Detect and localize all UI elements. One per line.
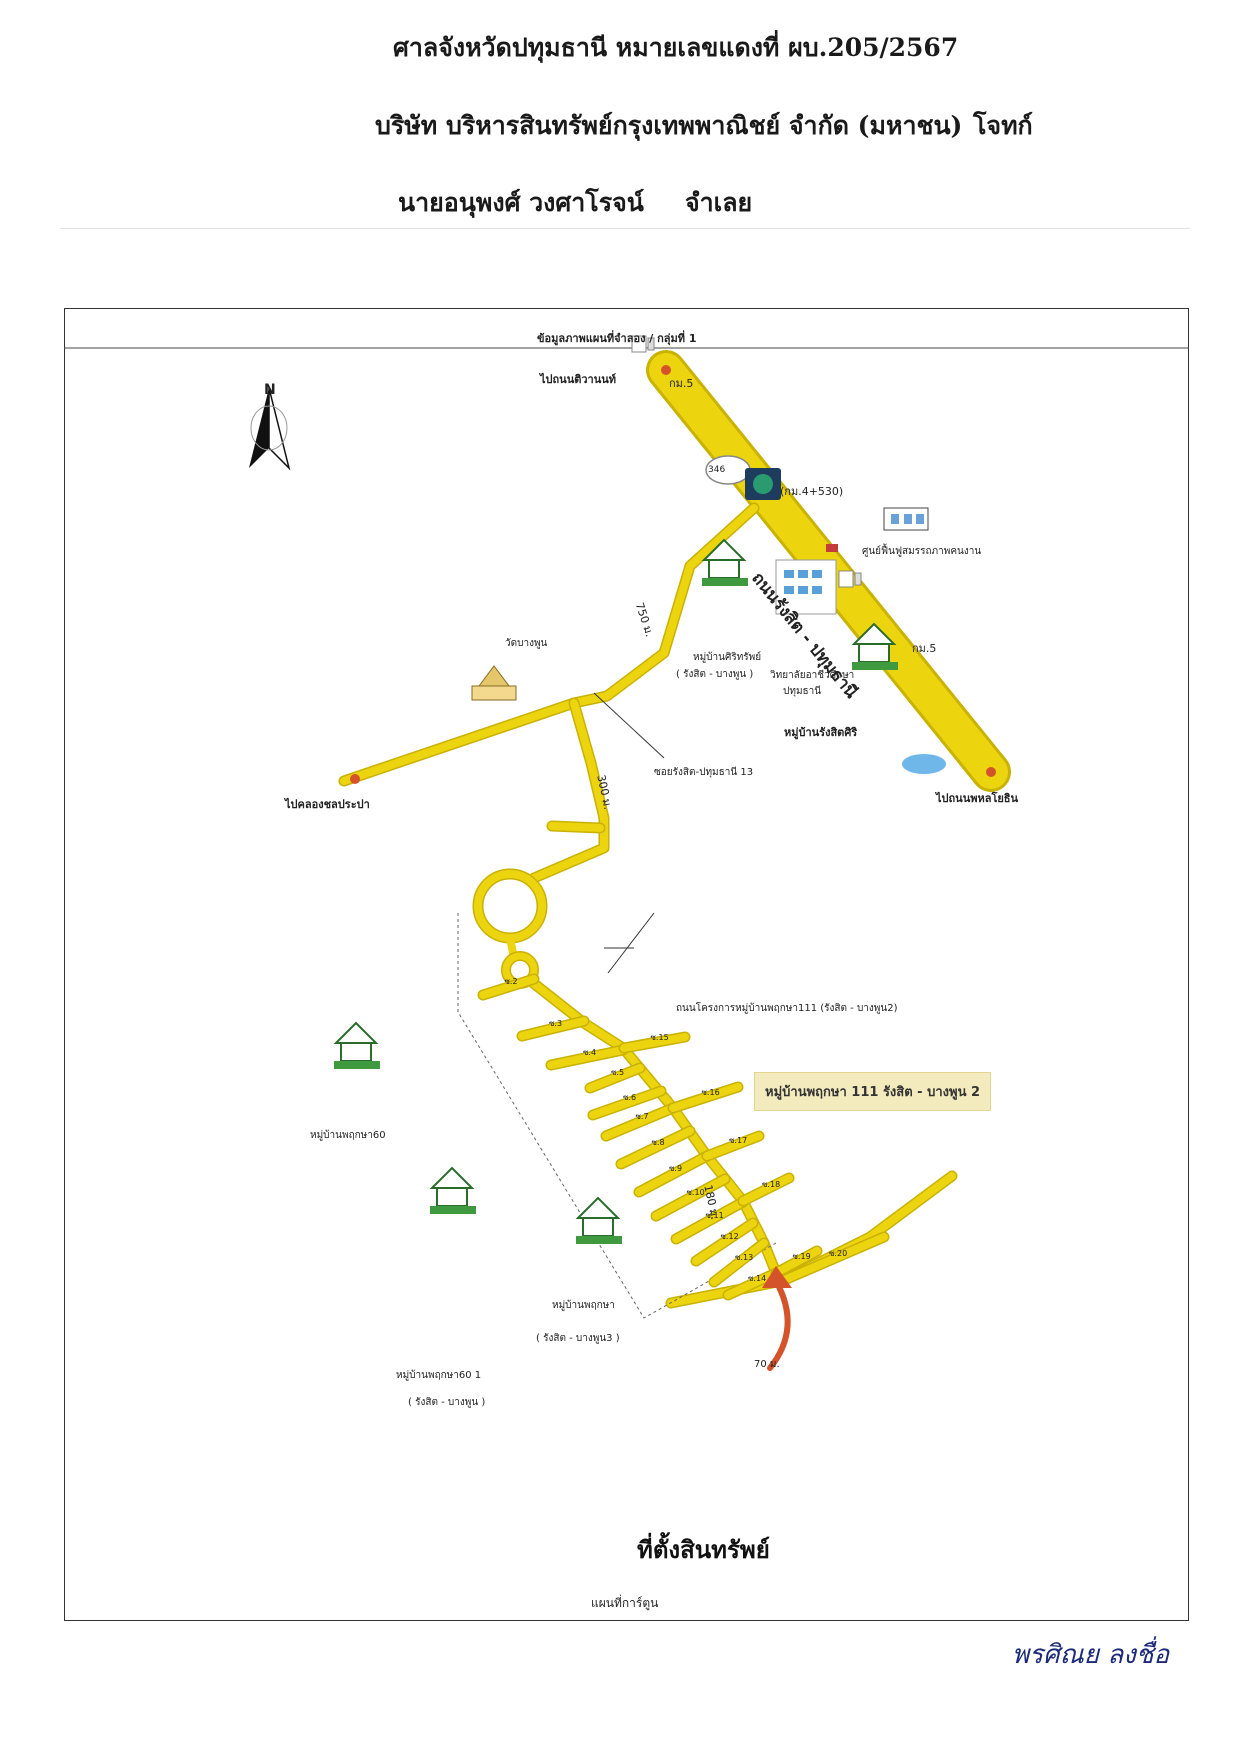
soi-road bbox=[547, 1046, 627, 1069]
label-project-road: ถนนโครงการหมู่บ้านพฤกษา111 (รังสิต - บาง… bbox=[676, 1003, 898, 1014]
soi-number-label: ซ.11 bbox=[705, 1210, 724, 1220]
leader-lines bbox=[593, 692, 665, 974]
soi-number-label: ซ.16 bbox=[701, 1087, 720, 1097]
college-icon bbox=[775, 544, 838, 615]
defendant-role: จำเลย bbox=[685, 188, 753, 217]
label-village-pruksa60: หมู่บ้านพฤกษา60 bbox=[310, 1130, 386, 1141]
map-caption: แผนที่การ์ตูน bbox=[591, 1596, 659, 1610]
label-college: วิทยาลัยอาชีวศึกษา bbox=[770, 670, 855, 681]
court-case-line: ศาลจังหวัดปทุมธานี หมายเลขแดงที่ ผบ.205/… bbox=[393, 33, 959, 62]
village-icon-pruksa3 bbox=[575, 1196, 622, 1244]
soi-number-label: ซ.4 bbox=[583, 1047, 597, 1057]
plaintiff-name: บริษัท บริหารสินทรัพย์กรุงเทพพาณิชย์ จำก… bbox=[375, 111, 963, 140]
soi-road bbox=[724, 1269, 780, 1299]
soi-road bbox=[669, 1083, 742, 1112]
handwritten-signature: พรศิณย ลงชื่อ bbox=[1012, 1640, 1170, 1670]
label-to-klong: ไปคลองชลประปา bbox=[285, 798, 370, 811]
soi-number-label: ซ.2 bbox=[504, 977, 518, 986]
property-boundary bbox=[457, 913, 777, 1319]
soi-road bbox=[518, 1017, 588, 1040]
label-dist-70: 70 ม. bbox=[754, 1359, 780, 1370]
header-divider bbox=[60, 228, 1190, 229]
soi-road bbox=[710, 1239, 768, 1286]
soi-number-label: ซ.17 bbox=[729, 1136, 748, 1145]
label-village-siri: หมู่บ้านศิริทรัพย์ bbox=[693, 652, 762, 663]
soi-road bbox=[586, 1064, 644, 1092]
soi-number-label: ซ.15 bbox=[650, 1032, 669, 1042]
label-km-4530: (กม.4+530) bbox=[780, 485, 844, 498]
soi-number-label: ซ.9 bbox=[669, 1164, 683, 1173]
property-pointer-arrow-icon bbox=[762, 1266, 792, 1371]
soi-number-label: ซ.18 bbox=[762, 1179, 781, 1189]
label-village-pruksa3-sub: ( รังสิต - บางพูน3 ) bbox=[536, 1333, 620, 1344]
community-center-icon bbox=[883, 507, 929, 531]
north-label: N bbox=[264, 382, 276, 398]
soi-road bbox=[778, 1233, 888, 1285]
soi-road bbox=[635, 1152, 711, 1196]
map-frame bbox=[64, 308, 1189, 1621]
property-location-label: ที่ตั้งสินทรัพย์ bbox=[637, 1536, 770, 1564]
temple-icon bbox=[471, 665, 517, 701]
soi-number-label: ซ.3 bbox=[549, 1018, 563, 1028]
north-arrow-icon bbox=[249, 387, 291, 471]
soi-number-label: ซ.20 bbox=[829, 1249, 848, 1258]
label-village-siri-sub: ( รังสิต - บางพูน ) bbox=[676, 669, 754, 680]
soi-number-label: ซ.8 bbox=[651, 1137, 665, 1147]
defendant-name: นายอนุพงศ์ วงศาโรจน์ bbox=[398, 188, 644, 217]
village-icon-rungsit bbox=[851, 622, 898, 670]
km-post-icon-top bbox=[631, 335, 655, 353]
soi-road bbox=[672, 1198, 747, 1243]
label-village-pruksa-left: หมู่บ้านพฤกษา60 1 bbox=[396, 1370, 482, 1381]
map-canvas bbox=[64, 335, 1189, 1371]
label-to-muang-ek: ไปถนนติวานนท์ bbox=[540, 373, 617, 386]
village-icon-pruksa60 bbox=[333, 1021, 380, 1069]
soi-number-label: ซ.14 bbox=[748, 1274, 767, 1283]
gas-station-icon bbox=[745, 468, 781, 500]
village-icon-pruksa-left bbox=[429, 1166, 476, 1214]
soi-number-label: ซ.13 bbox=[735, 1252, 754, 1262]
soi-road bbox=[479, 975, 538, 999]
highway-shield-label: 346 bbox=[708, 465, 726, 475]
label-village-rungsit-siri: หมู่บ้านรังสิตศิริ bbox=[784, 726, 858, 739]
plaintiff-role: โจทก์ bbox=[973, 111, 1033, 140]
highlight-village-box: หมู่บ้านพฤกษา 111 รังสิต - บางพูน 2 bbox=[754, 1072, 992, 1111]
road-network bbox=[338, 502, 958, 1309]
soi-road bbox=[739, 1174, 793, 1205]
soi-road bbox=[589, 1087, 665, 1119]
soi-number-label: ซ.10 bbox=[686, 1187, 705, 1197]
label-km5-right: กม.5 bbox=[912, 642, 937, 655]
soi-lines bbox=[477, 973, 890, 1301]
label-soi: ซอยรังสิต-ปทุมธานี 13 bbox=[654, 767, 754, 778]
soi-number-label: ซ.5 bbox=[611, 1068, 625, 1077]
soi-number-label: ซ.12 bbox=[720, 1232, 739, 1241]
label-to-phahon: ไปถนนพหลโยธิน bbox=[936, 792, 1019, 805]
soi-road bbox=[652, 1175, 729, 1220]
aquarium-icon bbox=[902, 754, 946, 774]
soi-road bbox=[772, 1247, 821, 1277]
soi-road bbox=[617, 1127, 694, 1168]
soi-number-label: ซ.7 bbox=[635, 1112, 649, 1121]
soi-number-label: ซ.19 bbox=[792, 1252, 811, 1261]
label-community-center: ศูนย์ฟื้นฟูสมรรถภาพคนงาน bbox=[862, 546, 982, 557]
soi-number-label: ซ.6 bbox=[623, 1093, 637, 1102]
village-icon-siri bbox=[701, 538, 748, 586]
soi-road bbox=[602, 1104, 677, 1140]
label-village-pruksa-left-sub: ( รังสิต - บางพูน ) bbox=[408, 1397, 486, 1408]
label-village-pruksa3: หมู่บ้านพฤกษา bbox=[552, 1300, 615, 1311]
label-temple: วัดบางพูน bbox=[505, 638, 548, 649]
soi-road bbox=[703, 1132, 763, 1160]
soi-road bbox=[620, 1033, 689, 1052]
label-km5-top: กม.5 bbox=[669, 377, 694, 390]
km-post-icon-right bbox=[838, 570, 862, 588]
map-frame-title: ข้อมูลภาพแผนที่จำลอง / กลุ่มที่ 1 bbox=[537, 332, 697, 345]
label-college-sub: ปทุมธานี bbox=[783, 686, 822, 697]
soi-road bbox=[692, 1219, 757, 1265]
